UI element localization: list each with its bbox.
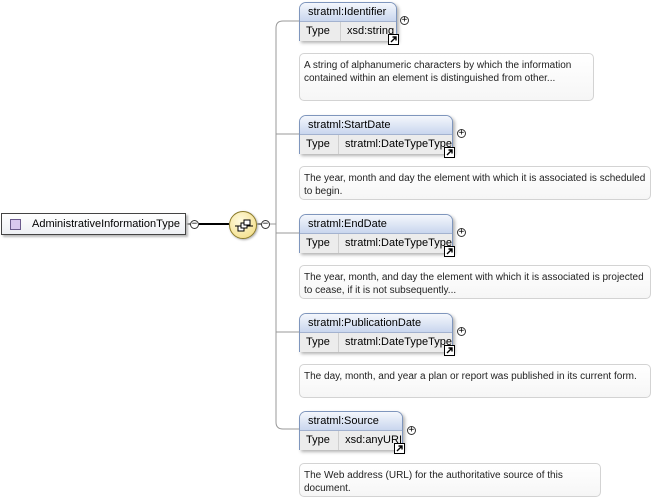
- element-box-startdate[interactable]: stratml:StartDate Type stratml:DateTypeT…: [299, 115, 455, 158]
- enddate-documentation: The year, month, and day the element wit…: [299, 265, 651, 299]
- type-link-icon[interactable]: [444, 246, 455, 257]
- identifier-expand-toggle[interactable]: +: [400, 15, 409, 25]
- element-name: stratml:Source: [300, 412, 402, 431]
- element-type-row: Type xsd:anyURI: [300, 431, 405, 454]
- element-type-row: Type stratml:DateTypeType: [300, 333, 455, 356]
- publicationdate-expand-toggle[interactable]: +: [457, 326, 466, 336]
- element-box-enddate[interactable]: stratml:EndDate Type stratml:DateTypeTyp…: [299, 214, 455, 257]
- element-name: stratml:Identifier: [300, 3, 396, 22]
- element-box-identifier[interactable]: stratml:Identifier Type xsd:string: [299, 2, 399, 45]
- element-type-row: Type stratml:DateTypeType: [300, 135, 455, 158]
- type-value: stratml:DateTypeType: [345, 138, 452, 150]
- type-key: Type: [300, 135, 339, 154]
- element-name: stratml:EndDate: [300, 215, 452, 234]
- source-documentation: The Web address (URL) for the authoritat…: [299, 463, 601, 497]
- sequence-compositor-icon[interactable]: [229, 211, 257, 239]
- startdate-documentation: The year, month and day the element with…: [299, 166, 651, 200]
- sequence-collapse-toggle[interactable]: −: [261, 219, 270, 229]
- root-complex-type[interactable]: AdministrativeInformationType: [1, 213, 186, 235]
- type-key: Type: [300, 333, 339, 352]
- element-type-row: Type xsd:string: [300, 22, 399, 45]
- type-value: xsd:string: [347, 25, 395, 37]
- element-box-source[interactable]: stratml:Source Type xsd:anyURI: [299, 411, 405, 454]
- root-collapse-toggle[interactable]: −: [190, 219, 199, 229]
- complex-type-icon: [10, 218, 21, 230]
- type-key: Type: [300, 234, 339, 253]
- type-link-icon[interactable]: [444, 345, 455, 356]
- enddate-expand-toggle[interactable]: +: [457, 227, 466, 237]
- identifier-documentation: A string of alphanumeric characters by w…: [299, 53, 594, 101]
- startdate-expand-toggle[interactable]: +: [457, 128, 466, 138]
- publicationdate-documentation: The day, month, and year a plan or repor…: [299, 364, 651, 398]
- element-name: stratml:StartDate: [300, 116, 452, 135]
- source-expand-toggle[interactable]: +: [407, 425, 416, 435]
- type-link-icon[interactable]: [444, 147, 455, 158]
- type-value: stratml:DateTypeType: [345, 237, 452, 249]
- type-key: Type: [300, 22, 341, 41]
- type-link-icon[interactable]: [388, 34, 399, 45]
- type-link-icon[interactable]: [394, 443, 405, 454]
- element-name: stratml:PublicationDate: [300, 314, 452, 333]
- type-key: Type: [300, 431, 340, 450]
- element-type-row: Type stratml:DateTypeType: [300, 234, 455, 257]
- root-type-label: AdministrativeInformationType: [32, 218, 180, 230]
- type-value: stratml:DateTypeType: [345, 336, 452, 348]
- type-value: xsd:anyURI: [345, 434, 402, 446]
- element-box-publicationdate[interactable]: stratml:PublicationDate Type stratml:Dat…: [299, 313, 455, 356]
